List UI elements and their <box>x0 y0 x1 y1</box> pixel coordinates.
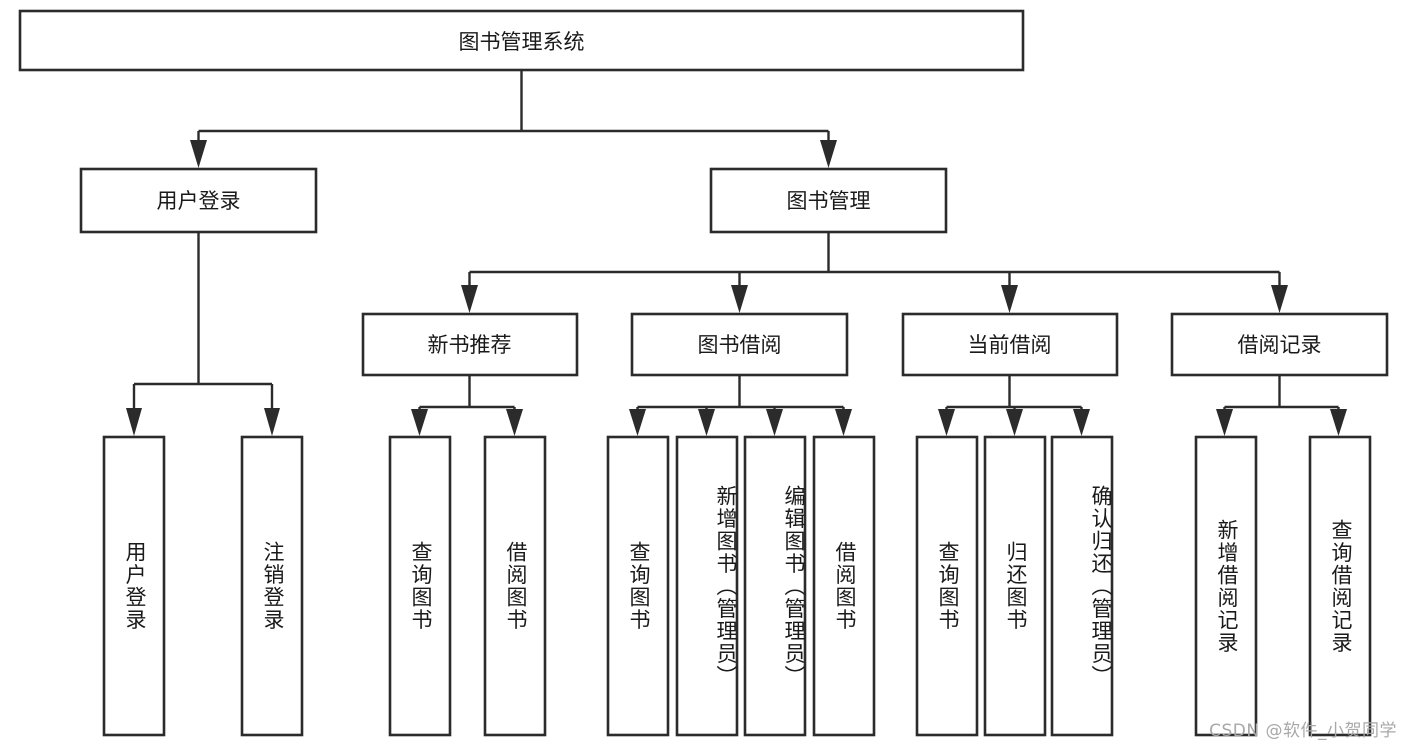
node-level3-3-label: 借阅记录 <box>1238 333 1322 357</box>
node-leaf-0[interactable] <box>102 435 166 737</box>
node-leaf-11[interactable] <box>1194 435 1258 737</box>
arrow-head-leaf-4 <box>506 409 523 436</box>
watermark-text: CSDN @软件_小贺同学 <box>1209 721 1397 741</box>
label-layer: 图书管理系统 用户登录 图书管理 新书推荐 图书借阅 当前借阅 借阅记录 <box>157 30 1322 357</box>
node-leaf-5[interactable] <box>675 435 739 737</box>
node-level3-0[interactable] <box>361 312 579 377</box>
node-leaf-3[interactable] <box>483 435 547 737</box>
node-level2-1-label: 图书管理 <box>787 189 871 213</box>
arrow-head-newbooks <box>461 285 478 313</box>
node-leaf-7[interactable] <box>812 435 876 737</box>
node-level3-2[interactable] <box>901 312 1119 377</box>
node-root[interactable] <box>18 9 1025 72</box>
arrow-head-leaf-12 <box>1216 409 1233 436</box>
node-level3-1[interactable] <box>630 312 849 377</box>
node-leaf-1[interactable] <box>240 435 304 737</box>
node-layer <box>18 9 1389 737</box>
node-leaf-9[interactable] <box>983 435 1047 737</box>
arrow-head-leaf-1 <box>126 408 142 436</box>
arrow-head-leaf-2 <box>264 408 280 436</box>
node-leaf-6[interactable] <box>743 435 807 737</box>
arrow-head-leaf-6 <box>698 409 715 436</box>
node-level2-0-label: 用户登录 <box>157 189 241 213</box>
node-root-label: 图书管理系统 <box>459 30 585 54</box>
arrow-head-leaf-13 <box>1330 409 1347 436</box>
arrow-head-leaf-7 <box>766 409 783 436</box>
arrow-head-leaf-10 <box>1006 409 1023 436</box>
node-leaf-10[interactable] <box>1050 435 1114 737</box>
arrow-head-bookmgmt <box>820 140 837 168</box>
arrow-head-borrow <box>731 285 748 313</box>
node-leaf-4[interactable] <box>606 435 670 737</box>
connector-layer <box>126 70 1347 436</box>
node-level2-1[interactable] <box>709 167 948 234</box>
node-leaf-8[interactable] <box>915 435 979 737</box>
node-level2-0[interactable] <box>79 167 318 234</box>
node-level3-0-label: 新书推荐 <box>428 333 512 357</box>
arrow-head-current <box>1001 285 1018 313</box>
arrow-head-leaf-9 <box>938 409 955 436</box>
node-leaf-12[interactable] <box>1308 435 1372 737</box>
node-level3-2-label: 当前借阅 <box>968 333 1052 357</box>
node-level3-1-label: 图书借阅 <box>698 333 782 357</box>
arrow-head-leaf-5 <box>629 409 646 436</box>
arrow-head-leaf-8 <box>835 409 852 436</box>
node-leaf-2[interactable] <box>388 435 452 737</box>
arrow-head-login <box>190 140 207 168</box>
arrow-head-leaf-11 <box>1073 409 1090 436</box>
arrow-head-records <box>1271 285 1288 313</box>
node-level3-3[interactable] <box>1170 312 1389 377</box>
arrow-head-leaf-3 <box>411 409 428 436</box>
